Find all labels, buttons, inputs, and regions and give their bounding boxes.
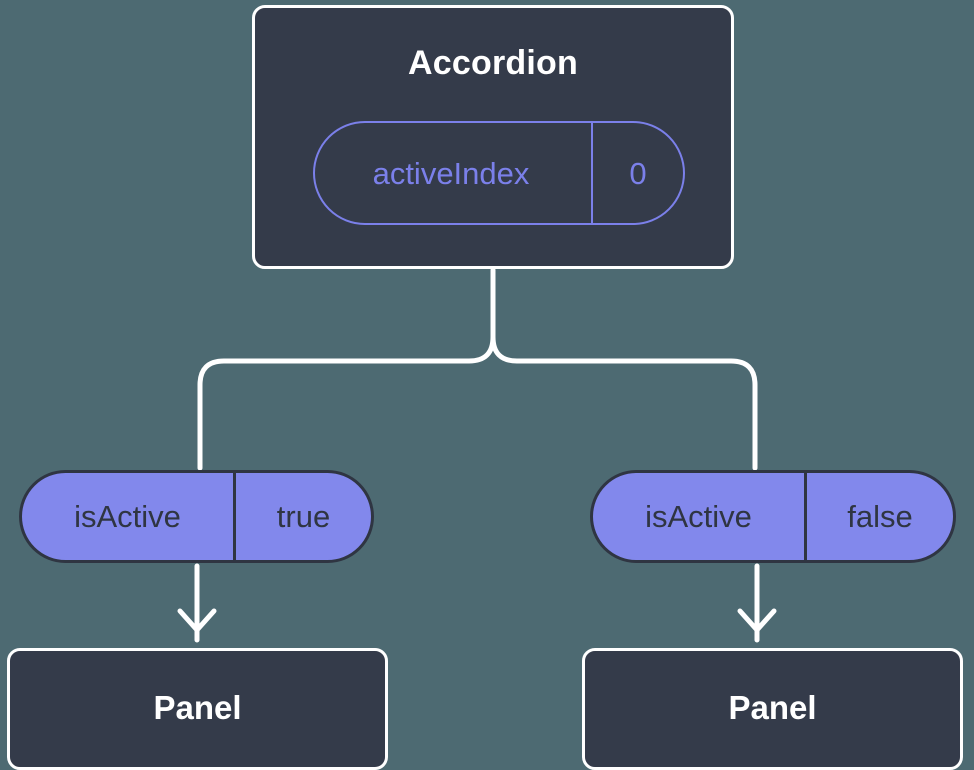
- arrow-head-right: [737, 608, 777, 633]
- node-panel-right-title: Panel: [728, 688, 817, 726]
- connector-split-to-right-pill: [490, 334, 758, 471]
- connector-split-to-left-pill: [197, 334, 496, 471]
- node-panel-left-title: Panel: [153, 688, 242, 726]
- prop-badge-isactive-false-value: false: [804, 473, 953, 560]
- node-panel-right[interactable]: Panel: [582, 648, 963, 770]
- prop-badge-activeindex-value: 0: [591, 123, 683, 223]
- node-panel-left[interactable]: Panel: [7, 648, 388, 770]
- prop-badge-isactive-false[interactable]: isActive false: [590, 470, 956, 563]
- prop-badge-isactive-true-value: true: [233, 473, 371, 560]
- node-accordion[interactable]: Accordion activeIndex 0: [252, 5, 734, 269]
- prop-badge-isactive-true[interactable]: isActive true: [19, 470, 374, 563]
- prop-badge-activeindex-key: activeIndex: [372, 155, 530, 191]
- arrow-head-left: [177, 608, 217, 633]
- node-accordion-title: Accordion: [408, 44, 578, 82]
- prop-badge-isactive-false-key: isActive: [645, 499, 752, 534]
- prop-badge-activeindex[interactable]: activeIndex 0: [313, 121, 685, 225]
- prop-badge-isactive-true-key: isActive: [74, 499, 181, 534]
